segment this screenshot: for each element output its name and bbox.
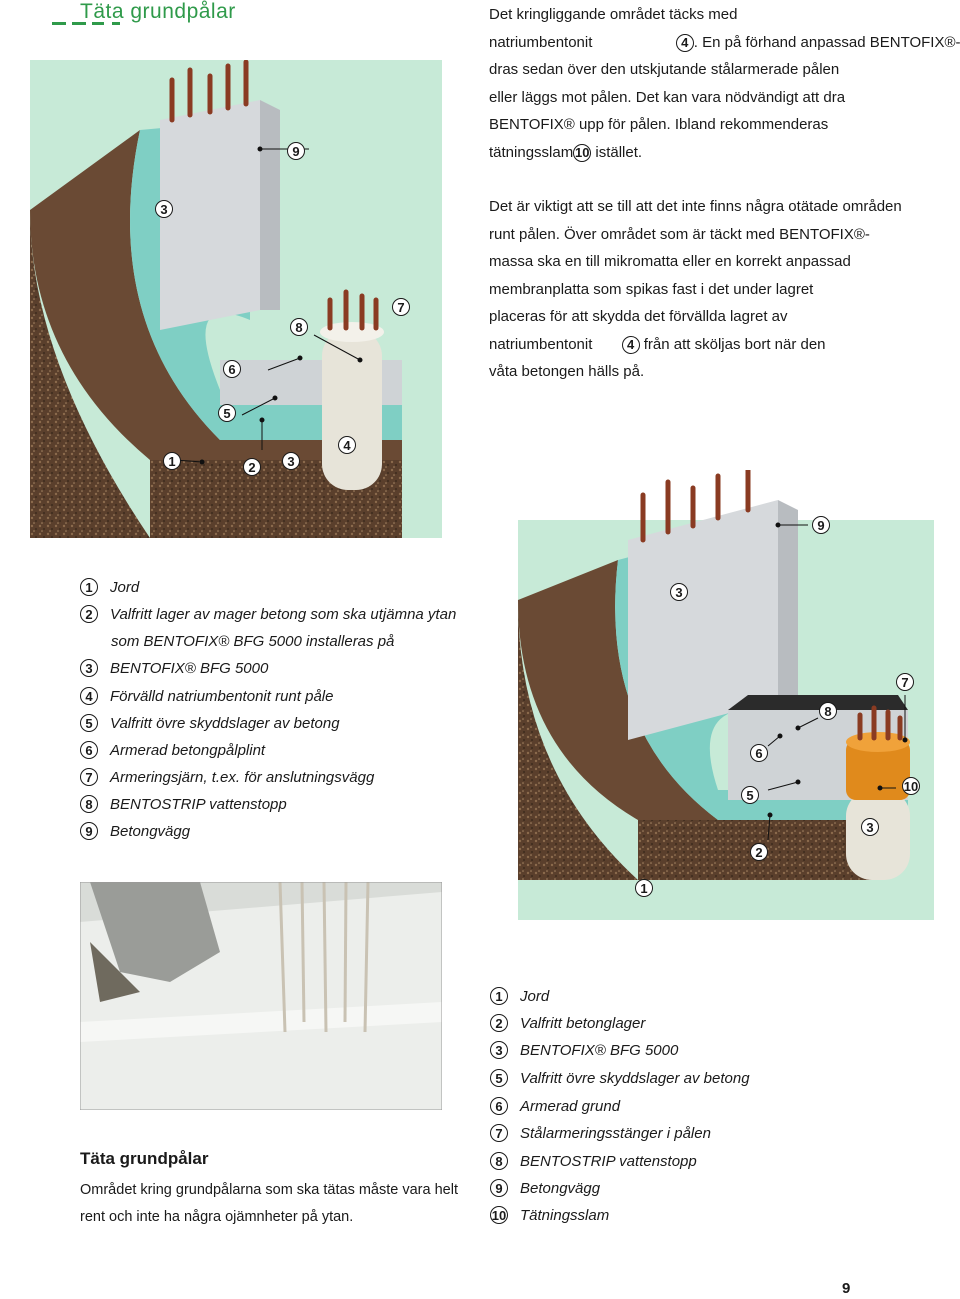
intro-paragraph: Det kringliggande området täcks med natr… — [489, 1, 960, 166]
page-title: Täta grundpålar — [80, 0, 236, 23]
heading-dash — [112, 22, 120, 25]
heading-dash — [92, 22, 104, 25]
caption-line: Området kring grundpålarna som ska tätas… — [80, 1182, 458, 1198]
rebars-photo — [278, 882, 370, 1033]
callout-badge: 7 — [392, 298, 410, 316]
text-line: natriumbentonit 4 från att sköljas bort … — [489, 335, 826, 354]
soil — [30, 210, 150, 538]
callout-badge: 3 — [861, 818, 879, 836]
concrete-wall-side — [260, 100, 280, 310]
text-line: Det är viktigt att se till att det inte … — [489, 198, 902, 215]
text-line: eller läggs mot pålen. Det kan vara nödv… — [489, 88, 846, 106]
number-badge: 10 — [573, 143, 592, 162]
callout-badge: 3 — [155, 200, 173, 218]
callout-badge: 1 — [635, 879, 653, 897]
soil-top — [518, 560, 718, 820]
text-line: dras sedan över den utskjutande stålarme… — [489, 61, 840, 78]
photo-caption-body: Området kring grundpålarna som ska tätas… — [80, 1177, 458, 1231]
soil — [518, 600, 638, 880]
photo-caption-title: Täta grundpålar — [80, 1149, 209, 1168]
text-line: placeras för att skydda det förvällda la… — [489, 308, 788, 325]
text-line: BENTOFIX® upp för pålen. Ibland rekommen… — [489, 116, 829, 133]
sealing-slurry — [846, 740, 910, 800]
concrete-wall — [628, 500, 778, 740]
pile-top — [320, 322, 384, 342]
slab-top — [728, 695, 908, 710]
callout-badge: 7 — [896, 673, 914, 691]
pile — [322, 330, 382, 490]
callout-badge: 6 — [750, 744, 768, 762]
worker — [90, 882, 220, 982]
caption-line: rent och inte ha några ojämnheter på yta… — [80, 1209, 354, 1225]
concrete-wall-side — [778, 500, 798, 700]
callout-badge: 9 — [812, 516, 830, 534]
callout-badge: 9 — [287, 142, 305, 160]
text-line: Det kringliggande området täcks med — [489, 6, 738, 23]
callout-badge: 8 — [819, 702, 837, 720]
callout-badge: 8 — [290, 318, 308, 336]
pile — [846, 790, 910, 880]
soil-top — [30, 130, 402, 460]
text-line: membranplatta som spikas fast i det unde… — [489, 280, 814, 298]
text-line: våta betongen hälls på. — [489, 363, 645, 380]
worker-boot — [90, 942, 140, 1002]
callout-badge: 6 — [223, 360, 241, 378]
rebars — [640, 470, 903, 741]
legend-item-continuation: som BENTOFIX® BFG 5000 installeras på — [111, 633, 395, 650]
leader-lines — [174, 146, 363, 465]
rebars — [169, 60, 379, 331]
site-photo — [80, 882, 442, 1110]
heading-dash — [72, 22, 86, 25]
callout-badge: 3 — [670, 583, 688, 601]
pile-cross-section-figure-1 — [30, 60, 442, 538]
text-line: massa ska en till mikromatta eller en ko… — [489, 253, 851, 270]
callout-badge: 2 — [750, 843, 768, 861]
text-line: runt pålen. Över området som är täckt me… — [489, 225, 870, 243]
heading-dash — [52, 22, 66, 25]
pile-cross-section-figure-2 — [518, 470, 934, 920]
callout-badge: 3 — [282, 452, 300, 470]
callout-badge: 5 — [741, 786, 759, 804]
text-line: natriumbentonit 4. En på förhand anpassa… — [489, 33, 960, 52]
page-number: 9 — [842, 1280, 851, 1297]
number-badge: 4 — [675, 33, 694, 52]
membrane-seam — [80, 1002, 442, 1042]
callout-badge: 5 — [218, 404, 236, 422]
concrete-wall — [160, 100, 260, 330]
leader-lines — [767, 522, 908, 841]
number-badge: 4 — [621, 335, 640, 354]
callout-badge: 10 — [902, 777, 920, 795]
callout-badge: 2 — [243, 458, 261, 476]
callout-badge: 4 — [338, 436, 356, 454]
second-paragraph: Det är viktigt att se till att det inte … — [489, 193, 902, 386]
callout-badge: 1 — [163, 452, 181, 470]
